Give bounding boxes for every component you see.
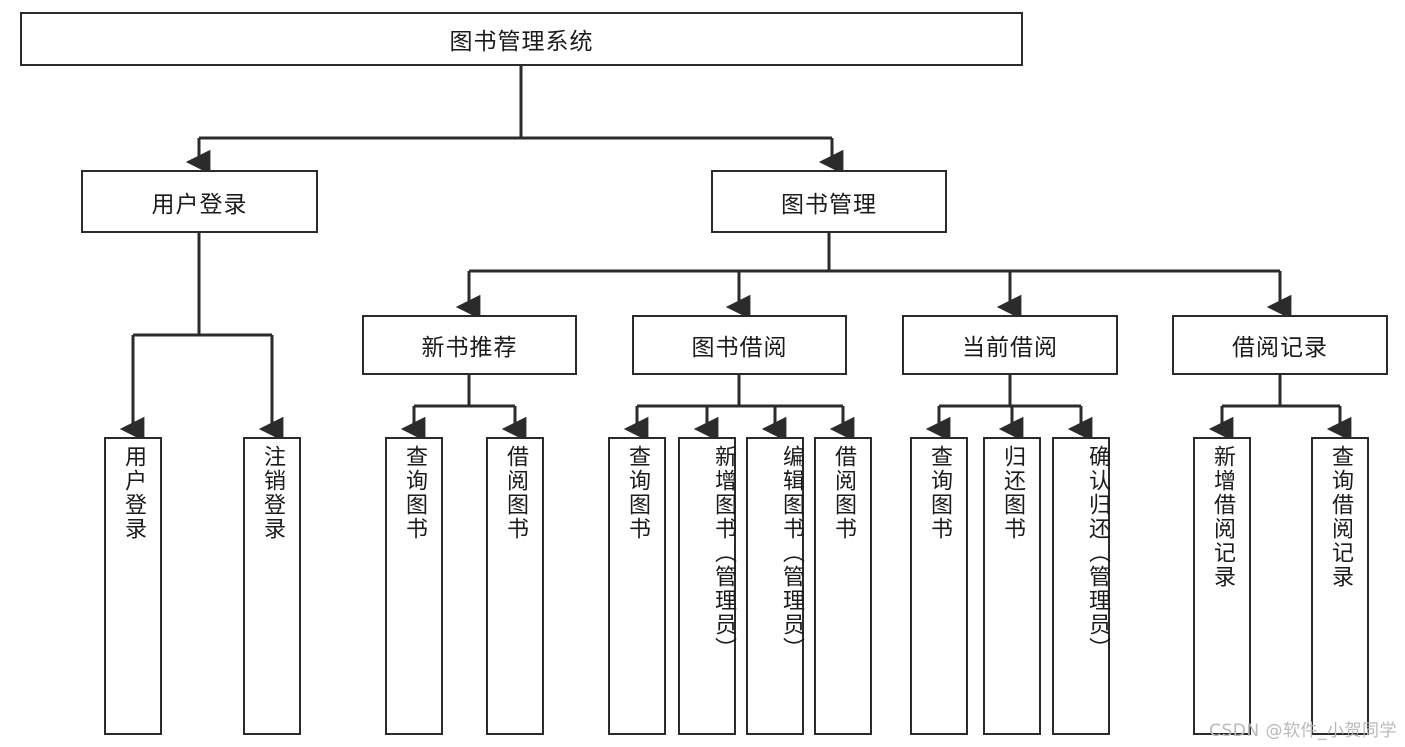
node-new-book-recommend[interactable]: 新书推荐	[362, 315, 577, 375]
leaf-logout-label: 注销登录	[260, 445, 285, 541]
leaf-query-book-current[interactable]: 查询图书	[910, 437, 968, 735]
leaf-borrow-book[interactable]: 借阅图书	[814, 437, 872, 735]
leaf-query-book-borrow-label: 查询图书	[625, 445, 650, 541]
leaf-edit-book-admin[interactable]: 编辑图书（管理员）	[746, 437, 804, 735]
node-current-borrow-label: 当前借阅	[962, 335, 1058, 361]
csdn-watermark: CSDN @软件_小贺同学	[1209, 721, 1397, 741]
leaf-borrow-book-label: 借阅图书	[831, 445, 856, 541]
node-book-borrow-label: 图书借阅	[691, 335, 788, 361]
leaf-query-book-new-label: 查询图书	[402, 445, 427, 541]
leaf-query-book-new[interactable]: 查询图书	[385, 437, 443, 735]
leaf-add-book-admin-label: 新增图书（管理员）	[711, 445, 736, 661]
node-book-management[interactable]: 图书管理	[711, 170, 947, 233]
leaf-logout[interactable]: 注销登录	[243, 437, 301, 735]
leaf-query-book-borrow[interactable]: 查询图书	[608, 437, 666, 735]
node-user-login[interactable]: 用户登录	[81, 170, 318, 233]
node-borrow-record[interactable]: 借阅记录	[1172, 315, 1388, 375]
leaf-borrow-book-new-label: 借阅图书	[503, 445, 528, 541]
leaf-query-book-current-label: 查询图书	[927, 445, 952, 541]
leaf-query-borrow-record-label: 查询借阅记录	[1328, 445, 1353, 589]
leaf-query-borrow-record[interactable]: 查询借阅记录	[1311, 437, 1369, 735]
leaf-return-book[interactable]: 归还图书	[983, 437, 1041, 735]
leaf-borrow-book-new[interactable]: 借阅图书	[486, 437, 544, 735]
node-book-borrow[interactable]: 图书借阅	[632, 315, 847, 375]
node-book-management-label: 图书管理	[781, 191, 877, 218]
node-current-borrow[interactable]: 当前借阅	[902, 315, 1118, 375]
leaf-add-borrow-record[interactable]: 新增借阅记录	[1193, 437, 1251, 735]
node-user-login-label: 用户登录	[151, 191, 248, 218]
node-new-book-recommend-label: 新书推荐	[421, 335, 518, 361]
leaf-confirm-return-admin[interactable]: 确认归还（管理员）	[1052, 437, 1110, 735]
leaf-confirm-return-admin-label: 确认归还（管理员）	[1085, 445, 1110, 661]
leaf-edit-book-admin-label: 编辑图书（管理员）	[779, 445, 804, 661]
leaf-return-book-label: 归还图书	[1000, 445, 1025, 541]
node-borrow-record-label: 借阅记录	[1232, 335, 1328, 361]
node-root-label: 图书管理系统	[449, 29, 594, 55]
leaf-add-borrow-record-label: 新增借阅记录	[1210, 445, 1235, 589]
leaf-user-login[interactable]: 用户登录	[104, 437, 162, 735]
leaf-add-book-admin[interactable]: 新增图书（管理员）	[678, 437, 736, 735]
node-root[interactable]: 图书管理系统	[20, 12, 1023, 66]
leaf-user-login-label: 用户登录	[121, 445, 146, 541]
